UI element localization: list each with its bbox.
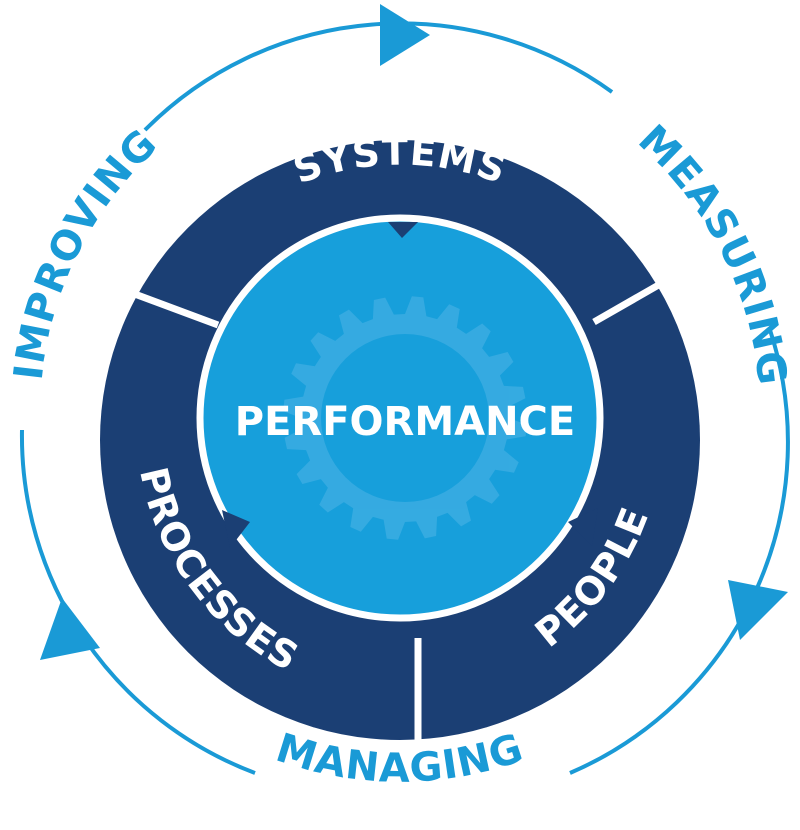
pointer-down-icon [388, 222, 418, 238]
divider-left [122, 286, 220, 329]
gear-hub [321, 334, 489, 502]
divider-right [592, 271, 678, 326]
gear-icon [283, 296, 527, 540]
outer-cycle [19, 4, 790, 775]
pointer-left-icon [568, 508, 598, 546]
center-hub: PERFORMANCE [196, 214, 604, 622]
arrow-up-icon [40, 598, 100, 660]
arrow-right-icon [380, 4, 430, 66]
center-label: PERFORMANCE [235, 399, 576, 445]
cycle-arc-top [143, 21, 614, 132]
segment-dividers [122, 271, 678, 745]
arrow-down-icon [728, 580, 788, 640]
pointer-right-icon [222, 510, 250, 548]
